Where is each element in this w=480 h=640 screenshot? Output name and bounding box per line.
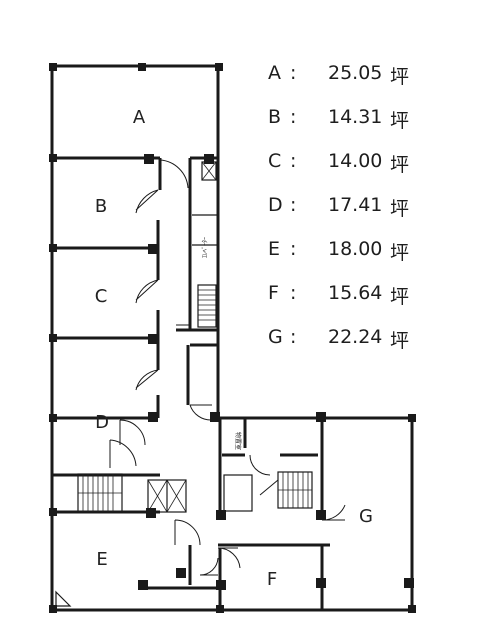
stair-treads-core bbox=[198, 289, 216, 321]
door-swings bbox=[109, 159, 346, 576]
stair-treads-right bbox=[278, 472, 312, 508]
elevator-text: ｴﾚﾍﾞｰﾀｰ bbox=[202, 237, 209, 258]
stair-core bbox=[197, 284, 217, 328]
room-label-d: D bbox=[95, 412, 109, 433]
room-label-b: B bbox=[95, 196, 107, 217]
storage-text: 物置室 bbox=[234, 432, 242, 450]
room-label-c: C bbox=[95, 286, 108, 307]
corner-mark bbox=[55, 590, 72, 607]
room-label-g: G bbox=[359, 506, 373, 527]
room-label-f: F bbox=[267, 569, 277, 590]
stair-treads-left bbox=[78, 474, 122, 512]
room-label-e: E bbox=[96, 549, 107, 570]
structural-columns bbox=[49, 63, 416, 613]
room-label-a: A bbox=[133, 107, 146, 128]
